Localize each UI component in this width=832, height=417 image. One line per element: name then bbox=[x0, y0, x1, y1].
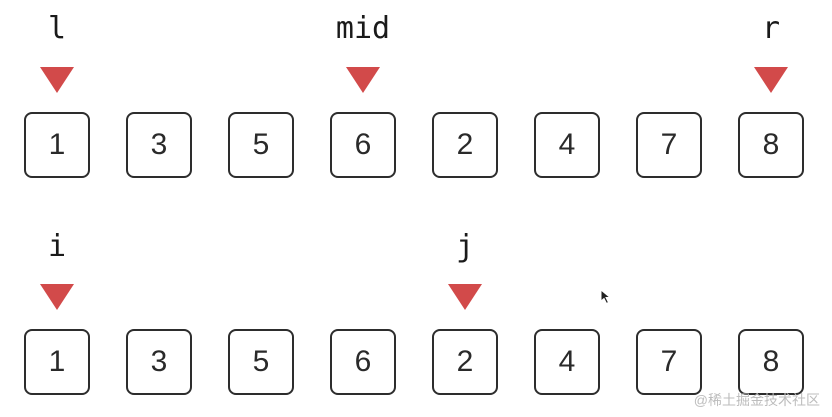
array-cell: 1 bbox=[24, 329, 90, 395]
array-cell: 5 bbox=[228, 329, 294, 395]
array-cell: 8 bbox=[738, 112, 804, 178]
pointer-arrow-icon bbox=[448, 284, 482, 310]
array-cell: 7 bbox=[636, 329, 702, 395]
array-cell: 6 bbox=[330, 112, 396, 178]
pointer-arrow-icon bbox=[40, 67, 74, 93]
array-cell: 4 bbox=[534, 329, 600, 395]
array-cell: 5 bbox=[228, 112, 294, 178]
array-cell: 8 bbox=[738, 329, 804, 395]
array-cell: 6 bbox=[330, 329, 396, 395]
watermark: @稀土掘金技术社区 bbox=[693, 392, 820, 408]
array-cell: 1 bbox=[24, 112, 90, 178]
pointer-arrow-icon bbox=[754, 67, 788, 93]
array-cell: 2 bbox=[432, 329, 498, 395]
array-cell: 3 bbox=[126, 329, 192, 395]
array-cell: 2 bbox=[432, 112, 498, 178]
pointer-arrow-icon bbox=[40, 284, 74, 310]
pointer-label-j: j bbox=[455, 229, 475, 264]
pointer-label-i: i bbox=[47, 229, 67, 264]
mouse-pointer-icon bbox=[600, 288, 612, 310]
array-cell: 4 bbox=[534, 112, 600, 178]
pointer-label-l: l bbox=[47, 11, 67, 46]
pointer-label-r: r bbox=[761, 11, 781, 46]
array-cell: 3 bbox=[126, 112, 192, 178]
array-cell: 7 bbox=[636, 112, 702, 178]
pointer-arrow-icon bbox=[346, 67, 380, 93]
pointer-label-mid: mid bbox=[335, 11, 391, 46]
